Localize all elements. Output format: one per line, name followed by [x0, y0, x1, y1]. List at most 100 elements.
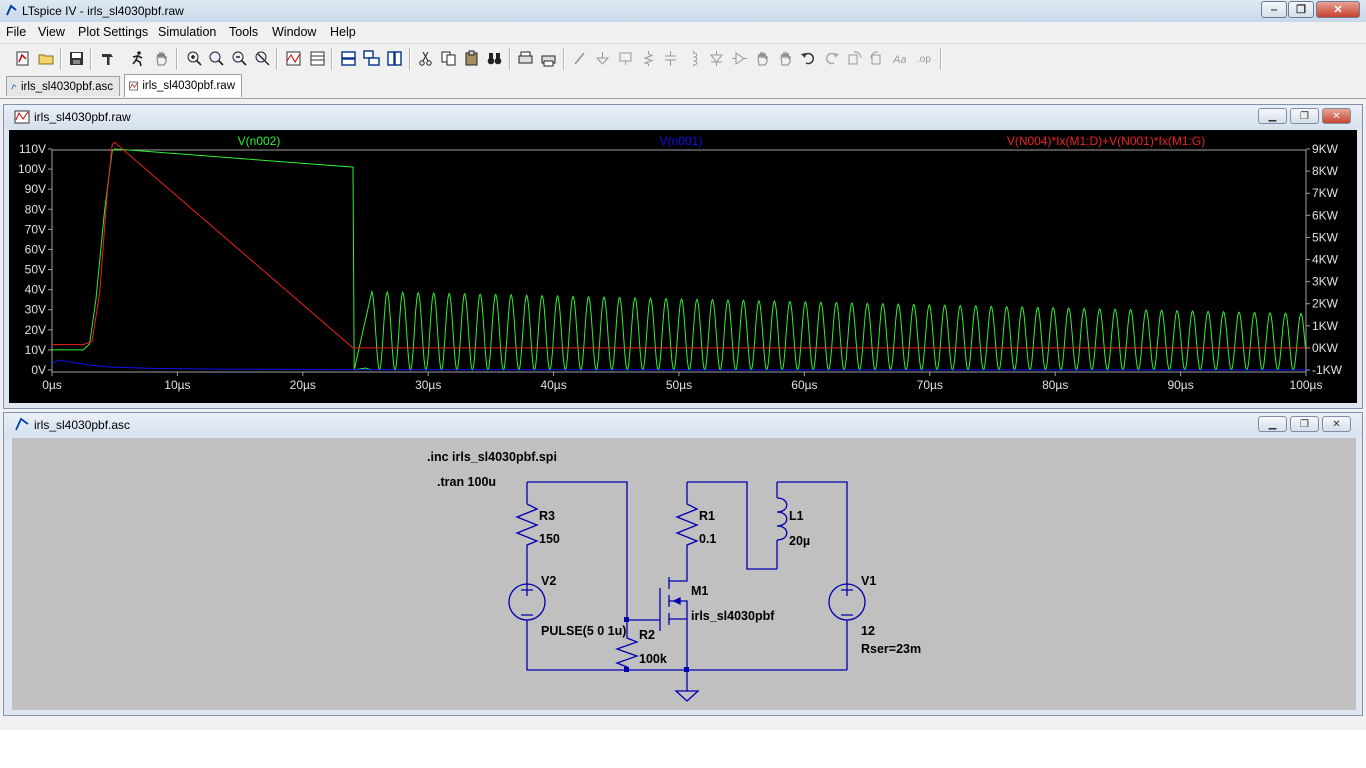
open-button[interactable]: [36, 48, 57, 69]
cut-button[interactable]: [415, 48, 436, 69]
new-schematic-button[interactable]: [12, 48, 33, 69]
x-tick-label: 50µs: [666, 378, 692, 392]
m1-name[interactable]: M1: [691, 584, 708, 598]
waveform-window-icon: [14, 110, 30, 124]
waveform-restore-button[interactable]: ❐: [1290, 108, 1319, 124]
menu-plot-settings[interactable]: Plot Settings: [78, 25, 149, 39]
zoom-out-button[interactable]: [229, 48, 250, 69]
tran-directive[interactable]: .tran 100u: [437, 475, 496, 489]
r1-name[interactable]: R1: [699, 509, 715, 523]
cascade-icon: [363, 50, 380, 66]
save-button[interactable]: [66, 48, 87, 69]
v1-value[interactable]: 12: [861, 624, 875, 638]
autorange-button[interactable]: [283, 48, 304, 69]
schematic-restore-button[interactable]: ❐: [1290, 416, 1319, 432]
print-button[interactable]: [538, 48, 559, 69]
r3-value[interactable]: 150: [539, 532, 560, 546]
v2-name[interactable]: V2: [541, 574, 556, 588]
menu-tools[interactable]: Tools: [229, 25, 259, 39]
waveform-close-button[interactable]: ✕: [1322, 108, 1351, 124]
print-setup-button[interactable]: [515, 48, 536, 69]
run-button[interactable]: [127, 48, 148, 69]
r3-name[interactable]: R3: [539, 509, 555, 523]
r2-name[interactable]: R2: [639, 628, 655, 642]
mirror-icon: [870, 51, 881, 65]
diode-button[interactable]: [706, 48, 727, 69]
undo-button[interactable]: [798, 48, 819, 69]
capacitor-button[interactable]: [660, 48, 681, 69]
v2-value[interactable]: PULSE(5 0 1u): [541, 624, 626, 638]
tile-vertical-button[interactable]: [384, 48, 405, 69]
drag-button[interactable]: [775, 48, 796, 69]
inductor-button[interactable]: [683, 48, 704, 69]
tile-vertical-icon: [387, 51, 402, 66]
include-directive[interactable]: .inc irls_sl4030pbf.spi: [427, 450, 557, 464]
zoom-out-icon: [232, 51, 247, 66]
y-right-tick-label: 8KW: [1312, 164, 1339, 178]
tab-waveform[interactable]: irls_sl4030pbf.raw: [124, 74, 242, 97]
zoom-in-button[interactable]: [184, 48, 205, 69]
diode-icon: [709, 51, 724, 66]
x-tick-label: 20µs: [290, 378, 316, 392]
legend-v-n002[interactable]: V(n002): [238, 134, 281, 148]
y-left-tick-label: 30V: [25, 303, 46, 317]
find-button[interactable]: [484, 48, 505, 69]
zoom-fit-button[interactable]: [252, 48, 273, 69]
tab-waveform-label: irls_sl4030pbf.raw: [142, 80, 235, 92]
plot-grid-icon: [286, 51, 301, 66]
copy-button[interactable]: [438, 48, 459, 69]
rotate-button[interactable]: [844, 48, 865, 69]
m1-model[interactable]: irls_sl4030pbf: [691, 609, 775, 623]
label-net-button[interactable]: [615, 48, 636, 69]
menu-view[interactable]: View: [38, 25, 65, 39]
wire-button[interactable]: [569, 48, 590, 69]
v1-rser[interactable]: Rser=23m: [861, 642, 921, 656]
component-button[interactable]: [729, 48, 750, 69]
tab-schematic[interactable]: irls_sl4030pbf.asc: [6, 76, 120, 96]
move-hand-icon: [757, 51, 768, 66]
menu-simulation[interactable]: Simulation: [158, 25, 217, 39]
r1-value[interactable]: 0.1: [699, 532, 716, 546]
minimize-button[interactable]: ‒: [1261, 1, 1287, 18]
pick-visible-traces-button[interactable]: [307, 48, 328, 69]
inductor-icon: [693, 51, 698, 66]
waveform-minimize-button[interactable]: ▁: [1258, 108, 1287, 124]
halt-button[interactable]: [151, 48, 172, 69]
redo-button[interactable]: [821, 48, 842, 69]
l1-name[interactable]: L1: [789, 509, 804, 523]
r2-value[interactable]: 100k: [639, 652, 667, 666]
schematic-canvas[interactable]: .inc irls_sl4030pbf.spi .tran 100u R3 15…: [12, 438, 1356, 710]
schematic-minimize-button[interactable]: ▁: [1258, 416, 1287, 432]
close-button[interactable]: ✕: [1316, 1, 1360, 18]
menu-window[interactable]: Window: [272, 25, 317, 39]
paste-button[interactable]: [461, 48, 482, 69]
save-icon: [70, 52, 83, 65]
x-tick-label: 30µs: [415, 378, 441, 392]
y-right-tick-label: 5KW: [1312, 230, 1339, 244]
legend-v-n001[interactable]: V(n001): [660, 134, 703, 148]
ground-icon: [595, 52, 610, 65]
text-button[interactable]: Aa: [890, 48, 911, 69]
text-aa-icon: Aa: [892, 54, 906, 66]
v1-name[interactable]: V1: [861, 574, 876, 588]
control-panel-button[interactable]: [97, 48, 118, 69]
schematic-window-header: irls_sl4030pbf.asc ▁ ❐ ✕: [4, 413, 1362, 437]
legend-power-expression[interactable]: V(N004)*Ix(M1:D)+V(N001)*Ix(M1:G): [1007, 134, 1205, 148]
pan-button[interactable]: [206, 48, 227, 69]
cascade-button[interactable]: [361, 48, 382, 69]
zoom-in-icon: [187, 51, 202, 66]
tile-horizontal-button[interactable]: [338, 48, 359, 69]
schematic-close-button[interactable]: ✕: [1322, 416, 1351, 432]
svg-text:.op: .op: [917, 54, 931, 65]
spice-directive-button[interactable]: .op: [913, 48, 934, 69]
l1-value[interactable]: 20µ: [789, 534, 810, 548]
menu-file[interactable]: File: [6, 25, 27, 39]
resistor-button[interactable]: [638, 48, 659, 69]
svg-text:Aa: Aa: [892, 54, 906, 66]
maximize-button[interactable]: ❐: [1288, 1, 1314, 18]
menu-help[interactable]: Help: [330, 25, 356, 39]
move-button[interactable]: [752, 48, 773, 69]
mirror-button[interactable]: [867, 48, 888, 69]
ground-button[interactable]: [592, 48, 613, 69]
